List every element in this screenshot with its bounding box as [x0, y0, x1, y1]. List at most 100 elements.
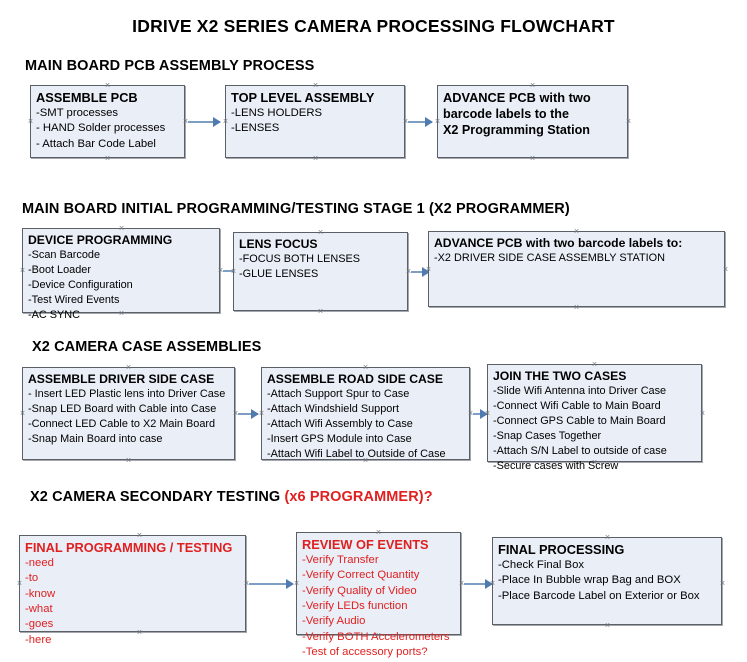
box-item: barcode labels to the: [443, 106, 569, 121]
anchor-marker: [19, 267, 26, 274]
box-header: DEVICE PROGRAMMING: [28, 233, 173, 247]
box-item: -GLUE LENSES: [239, 267, 319, 280]
box-item: -LENSES: [231, 122, 280, 135]
section-heading-4: X2 CAMERA SECONDARY TESTING (x6 PROGRAMM…: [30, 489, 433, 505]
process-box-review-of-events[interactable]: REVIEW OF EVENTS -Verify Transfer -Verif…: [296, 532, 461, 658]
arrow-head-icon: [213, 117, 221, 127]
section-heading-3: X2 CAMERA CASE ASSEMBLIES: [32, 339, 261, 355]
anchor-marker: [489, 580, 496, 587]
box-item: -Attach Wifi Label to Outside of Case: [267, 447, 446, 460]
arrow-head-icon: [286, 579, 294, 589]
anchor-marker: [573, 228, 580, 235]
anchor-marker: [425, 266, 432, 273]
connector-arrow: [238, 409, 259, 419]
anchor-marker: [362, 457, 369, 464]
anchor-marker: [293, 580, 300, 587]
process-box-assemble-road-side-case[interactable]: ASSEMBLE ROAD SIDE CASE -Attach Support …: [261, 367, 470, 460]
section-heading-4-accent: (x6 PROGRAMMER)?: [284, 489, 433, 505]
section-heading-4-text: X2 CAMERA SECONDARY TESTING: [30, 489, 285, 505]
box-header: REVIEW OF EVENTS: [302, 537, 429, 552]
box-header: ADVANCE PCB with two: [443, 90, 591, 105]
box-header: FINAL PROCESSING: [498, 542, 625, 557]
box-item: - HAND Solder processes: [36, 122, 166, 135]
connector-arrow: [188, 117, 221, 127]
anchor-marker: [529, 82, 536, 89]
anchor-marker: [16, 580, 23, 587]
anchor-marker: [312, 155, 319, 162]
anchor-marker: [362, 364, 369, 371]
anchor-marker: [136, 532, 143, 539]
box-item: -Attach Wifi Assembly to Case: [267, 417, 413, 430]
anchor-marker: [722, 266, 729, 273]
box-item: -Check Final Box: [498, 558, 585, 571]
box-item: -Connect GPS Cable to Main Board: [493, 414, 666, 427]
box-item: -Slide Wifi Antenna into Driver Case: [493, 384, 667, 397]
box-header: TOP LEVEL ASSEMBLY: [231, 90, 375, 105]
process-box-assemble-pcb[interactable]: ASSEMBLE PCB -SMT processes - HAND Solde…: [30, 85, 185, 158]
box-header: ASSEMBLE ROAD SIDE CASE: [267, 372, 444, 386]
process-box-final-programming-testing[interactable]: FINAL PROGRAMMING / TESTING -need -to -k…: [19, 535, 246, 646]
process-box-assemble-driver-side-case[interactable]: ASSEMBLE DRIVER SIDE CASE - Insert LED P…: [22, 367, 235, 460]
anchor-marker: [312, 82, 319, 89]
process-box-advance-pcb-station[interactable]: ADVANCE PCB with two barcode labels to t…: [437, 85, 628, 158]
anchor-marker: [118, 310, 125, 317]
process-box-join-the-two-cases[interactable]: JOIN THE TWO CASES -Slide Wifi Antenna i…: [487, 364, 702, 472]
box-item: -Verify Audio: [302, 615, 366, 628]
box-item: -goes: [25, 618, 54, 631]
arrow-head-icon: [425, 117, 433, 127]
box-item: -here: [25, 633, 52, 646]
anchor-marker: [27, 118, 34, 125]
box-item: -Scan Barcode: [28, 248, 101, 261]
anchor-marker: [19, 410, 26, 417]
box-item: -Insert GPS Module into Case: [267, 432, 412, 445]
box-item: -Test Wired Events: [28, 293, 120, 306]
connector-arrow: [408, 117, 433, 127]
anchor-marker: [258, 410, 265, 417]
box-item-overflow: -Test of accessory ports?: [302, 646, 428, 659]
section-heading-1: MAIN BOARD PCB ASSEMBLY PROCESS: [25, 58, 314, 74]
box-item: -Device Configuration: [28, 278, 133, 291]
box-item: -what: [25, 603, 53, 616]
box-item: -need: [25, 556, 54, 569]
process-box-top-level-assembly[interactable]: TOP LEVEL ASSEMBLY -LENS HOLDERS -LENSES: [225, 85, 405, 158]
box-item: -AC SYNC: [28, 308, 81, 321]
section-heading-1-text: MAIN BOARD PCB ASSEMBLY PROCESS: [25, 58, 315, 74]
section-heading-2: MAIN BOARD INITIAL PROGRAMMING/TESTING S…: [22, 201, 570, 217]
box-header: JOIN THE TWO CASES: [493, 369, 627, 383]
process-box-final-processing[interactable]: FINAL PROCESSING -Check Final Box -Place…: [492, 537, 722, 625]
box-header: ADVANCE PCB with two barcode labels to:: [434, 236, 683, 250]
anchor-marker: [529, 155, 536, 162]
box-item: -Snap Cases Together: [493, 429, 602, 442]
box-item: -Snap Main Board into case: [28, 432, 163, 445]
anchor-marker: [222, 118, 229, 125]
process-box-lens-focus[interactable]: LENS FOCUS -FOCUS BOTH LENSES -GLUE LENS…: [233, 232, 408, 311]
anchor-marker: [118, 225, 125, 232]
box-item: - Insert LED Plastic lens into Driver Ca…: [28, 387, 226, 400]
box-header: ASSEMBLE DRIVER SIDE CASE: [28, 372, 215, 386]
connector-arrow: [464, 579, 493, 589]
process-box-device-programming[interactable]: DEVICE PROGRAMMING -Scan Barcode -Boot L…: [22, 228, 220, 321]
anchor-marker: [625, 118, 632, 125]
anchor-marker: [104, 82, 111, 89]
box-item: -Place Barcode Label on Exterior or Box: [498, 589, 700, 602]
box-item: -to: [25, 572, 39, 585]
box-item: -Attach Support Spur to Case: [267, 387, 410, 400]
box-item: -Attach S/N Label to outside of case: [493, 444, 667, 457]
box-item: -Verify Transfer: [302, 553, 379, 566]
anchor-marker: [375, 632, 382, 639]
box-header: FINAL PROGRAMMING / TESTING: [25, 540, 233, 555]
box-item: -Secure cases with Screw: [493, 459, 619, 472]
box-item: -SMT processes: [36, 106, 119, 119]
process-box-advance-pcb-driver-side[interactable]: ADVANCE PCB with two barcode labels to: …: [428, 231, 725, 307]
box-item: -Verify Correct Quantity: [302, 569, 420, 582]
anchor-marker: [484, 410, 491, 417]
box-item: -LENS HOLDERS: [231, 106, 323, 119]
connector-arrow: [249, 579, 294, 589]
box-item: -Boot Loader: [28, 263, 91, 276]
box-item: X2 Programming Station: [443, 123, 590, 138]
box-item: -FOCUS BOTH LENSES: [239, 252, 361, 265]
anchor-marker: [591, 459, 598, 466]
anchor-marker: [591, 361, 598, 368]
box-item: - Attach Bar Code Label: [36, 137, 156, 150]
anchor-marker: [719, 580, 726, 587]
